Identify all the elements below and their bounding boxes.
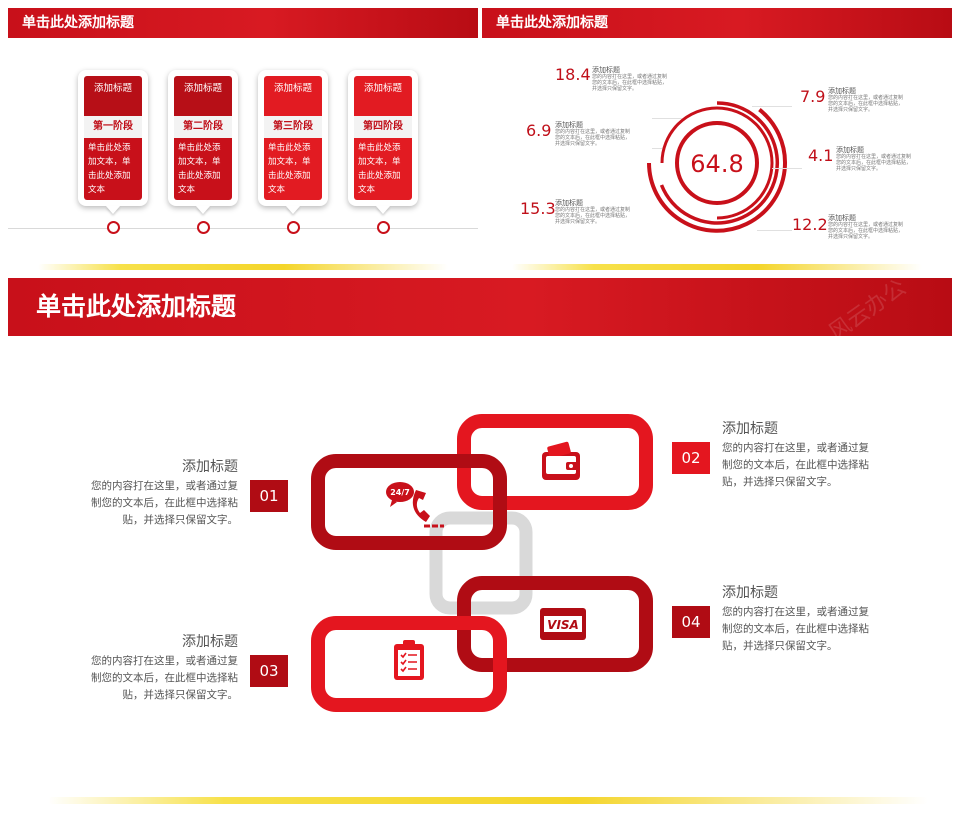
visa-label: VISA bbox=[547, 618, 579, 632]
stage-timeline bbox=[8, 228, 478, 229]
stat-desc: 您的内容打在这里，或者通过复制您的文本后，在此框中选择粘贴，并选择只保留文字。 bbox=[592, 74, 668, 92]
link-top-left bbox=[311, 454, 507, 550]
stat-desc: 您的内容打在这里，或者通过复制您的文本后，在此框中选择粘贴，并选择只保留文字。 bbox=[836, 154, 912, 172]
stage-phase: 第二阶段 bbox=[174, 116, 232, 138]
stat-value: 15.3 bbox=[520, 199, 556, 218]
item-03-number[interactable]: 03 bbox=[250, 655, 288, 687]
stat-desc: 您的内容打在这里，或者通过复制您的文本后，在此框中选择粘贴，并选择只保留文字。 bbox=[555, 129, 631, 147]
leader-line bbox=[652, 148, 662, 149]
stat-value: 7.9 bbox=[800, 87, 826, 106]
stat-desc: 您的内容打在这里，或者通过复制您的文本后，在此框中选择粘贴，并选择只保留文字。 bbox=[828, 222, 904, 240]
stage-head: 添加标题 bbox=[84, 76, 142, 116]
item-01-title: 添加标题 bbox=[182, 459, 238, 475]
stage-head: 添加标题 bbox=[264, 76, 322, 116]
timeline-dot bbox=[287, 221, 300, 234]
item-02-desc: 您的内容打在这里，或者通过复制您的文本后，在此框中选择粘贴，并选择只保留文字。 bbox=[722, 442, 869, 488]
slide-b-title[interactable]: 单击此处添加标题 bbox=[496, 15, 608, 31]
ring-middle bbox=[659, 101, 780, 225]
item-04-desc: 您的内容打在这里，或者通过复制您的文本后，在此框中选择粘贴，并选择只保留文字。 bbox=[722, 606, 869, 652]
stat-value: 6.9 bbox=[526, 121, 552, 140]
stat-value: 18.4 bbox=[555, 65, 591, 84]
item-02-number[interactable]: 02 bbox=[672, 442, 710, 474]
stage-card-body: 添加标题 第一阶段 单击此处添加文本，单击此处添加文本 bbox=[78, 70, 148, 214]
watermark: 风云办公 bbox=[824, 278, 911, 347]
stage-phase: 第一阶段 bbox=[84, 116, 142, 138]
stat-desc: 您的内容打在这里，或者通过复制您的文本后，在此框中选择粘贴，并选择只保留文字。 bbox=[555, 207, 631, 225]
stage-card-body: 添加标题 第二阶段 单击此处添加文本，单击此处添加文本 bbox=[168, 70, 238, 214]
stage-pointer bbox=[196, 206, 210, 214]
stat-value: 4.1 bbox=[808, 146, 834, 165]
link-gray bbox=[429, 511, 533, 615]
slide-a-title-bar: 单击此处添加标题 bbox=[8, 8, 478, 38]
item-03-title: 添加标题 bbox=[182, 634, 238, 650]
yellow-brush-strip bbox=[38, 264, 448, 270]
slide-stats: 单击此处添加标题 64.8 18.4 添加标题 您的内容打在这里，或者通过复制您… bbox=[482, 8, 952, 272]
badge-24-7: 24/7 bbox=[390, 488, 410, 497]
item-01-desc: 您的内容打在这里，或者通过复制您的文本后，在此框中选择粘贴，并选择只保留文字。 bbox=[91, 480, 238, 526]
item-04-number[interactable]: 04 bbox=[672, 606, 710, 638]
leader-line bbox=[772, 168, 802, 169]
center-value: 64.8 bbox=[690, 150, 743, 178]
stage-text: 单击此处添加文本，单击此处添加文本 bbox=[174, 138, 232, 200]
stat-label: 添加标题 bbox=[828, 214, 856, 222]
stage-head: 添加标题 bbox=[354, 76, 412, 116]
stage-card-2[interactable]: 添加标题 第二阶段 单击此处添加文本，单击此处添加文本 bbox=[168, 70, 238, 234]
slide-a-title[interactable]: 单击此处添加标题 bbox=[22, 15, 134, 31]
slide-stages: 单击此处添加标题 添加标题 第一阶段 单击此处添加文本，单击此处添加文本 添加标… bbox=[8, 8, 478, 272]
item-04-title: 添加标题 bbox=[722, 585, 778, 601]
wallet-icon bbox=[542, 441, 580, 480]
stage-card-1[interactable]: 添加标题 第一阶段 单击此处添加文本，单击此处添加文本 bbox=[78, 70, 148, 234]
stage-pointer bbox=[286, 206, 300, 214]
stage-text: 单击此处添加文本，单击此处添加文本 bbox=[264, 138, 322, 200]
phone-24-7-icon: 24/7 bbox=[386, 482, 444, 528]
link-bottom-left bbox=[311, 616, 507, 712]
stage-phase: 第三阶段 bbox=[264, 116, 322, 138]
stat-label: 添加标题 bbox=[828, 87, 856, 95]
stat-label: 添加标题 bbox=[592, 66, 620, 74]
stage-card-body: 添加标题 第四阶段 单击此处添加文本，单击此处添加文本 bbox=[348, 70, 418, 214]
stage-card-4[interactable]: 添加标题 第四阶段 单击此处添加文本，单击此处添加文本 bbox=[348, 70, 418, 234]
slide-c-title[interactable]: 单击此处添加标题 bbox=[36, 292, 237, 321]
slide-chain: 单击此处添加标题 风云办公 24/7 bbox=[8, 278, 952, 808]
yellow-brush-strip bbox=[512, 264, 922, 270]
timeline-dot bbox=[377, 221, 390, 234]
stat-desc: 您的内容打在这里，或者通过复制您的文本后，在此框中选择粘贴，并选择只保留文字。 bbox=[828, 95, 904, 113]
yellow-brush-strip bbox=[48, 797, 928, 804]
leader-line bbox=[757, 230, 792, 231]
stat-label: 添加标题 bbox=[555, 199, 583, 207]
stage-pointer bbox=[106, 206, 120, 214]
stat-label: 添加标题 bbox=[555, 121, 583, 129]
visa-card-icon: VISA bbox=[540, 608, 586, 640]
leader-line bbox=[752, 106, 792, 107]
slide-c-title-bar: 单击此处添加标题 风云办公 bbox=[8, 278, 952, 346]
item-02-title: 添加标题 bbox=[722, 421, 778, 437]
leader-line bbox=[652, 118, 682, 119]
stage-pointer bbox=[376, 206, 390, 214]
stage-card-body: 添加标题 第三阶段 单击此处添加文本，单击此处添加文本 bbox=[258, 70, 328, 214]
ring-core bbox=[675, 121, 759, 205]
chain-links-graphic: 24/7 VISA bbox=[311, 414, 653, 712]
ring-inner bbox=[660, 106, 774, 220]
stage-card-3[interactable]: 添加标题 第三阶段 单击此处添加文本，单击此处添加文本 bbox=[258, 70, 328, 234]
clipboard-checklist-icon bbox=[394, 640, 424, 680]
timeline-dot bbox=[107, 221, 120, 234]
stage-text: 单击此处添加文本，单击此处添加文本 bbox=[84, 138, 142, 200]
concentric-rings: 64.8 bbox=[647, 101, 787, 233]
stage-phase: 第四阶段 bbox=[354, 116, 412, 138]
ring-outer bbox=[647, 108, 787, 233]
stat-value: 12.2 bbox=[792, 215, 828, 234]
slide-b-title-bar: 单击此处添加标题 bbox=[482, 8, 952, 38]
stage-head: 添加标题 bbox=[174, 76, 232, 116]
stat-label: 添加标题 bbox=[836, 146, 864, 154]
item-03-desc: 您的内容打在这里，或者通过复制您的文本后，在此框中选择粘贴，并选择只保留文字。 bbox=[91, 655, 238, 701]
item-01-number[interactable]: 01 bbox=[250, 480, 288, 512]
timeline-dot bbox=[197, 221, 210, 234]
stage-text: 单击此处添加文本，单击此处添加文本 bbox=[354, 138, 412, 200]
